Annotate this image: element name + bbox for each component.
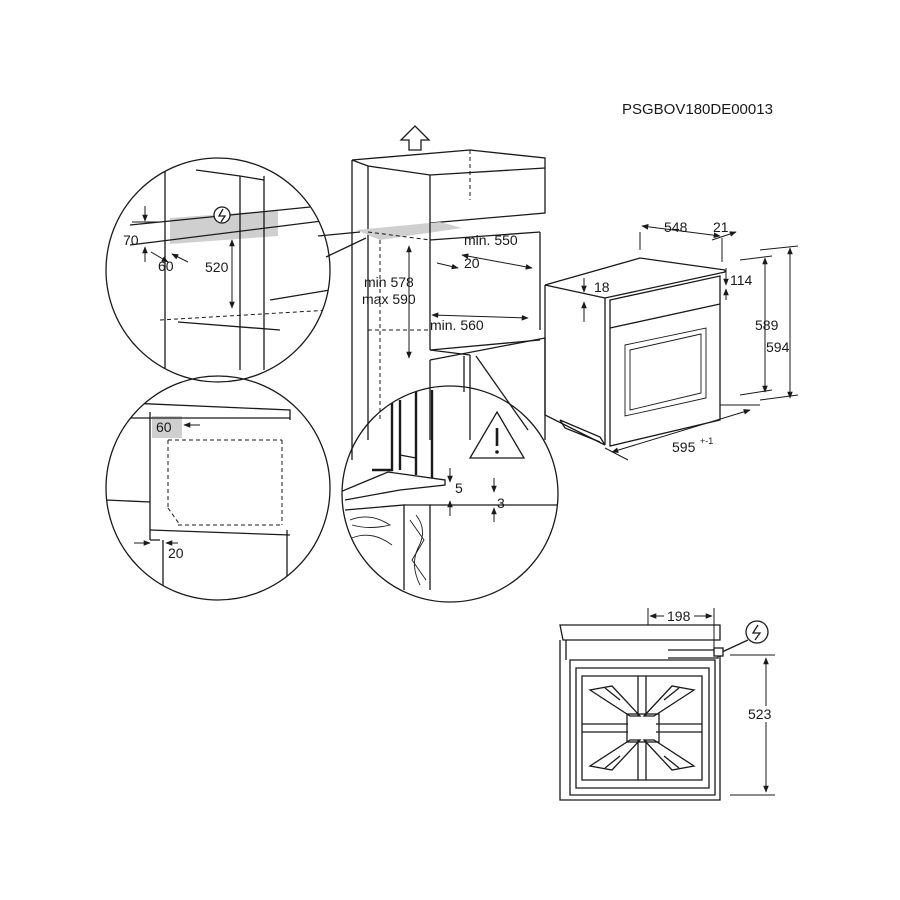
dim-589: 589 — [755, 317, 779, 333]
drawing-code: PSGBOV180DE00013 — [622, 101, 773, 118]
dim-min-560: min. 560 — [430, 317, 484, 333]
dim-min-578: min 578 — [364, 274, 414, 290]
dim-60-mid: 60 — [156, 419, 172, 435]
detail-circle-2 — [105, 375, 331, 601]
dim-520: 520 — [205, 259, 229, 275]
dim-198: 198 — [667, 608, 691, 624]
dim-60-top: 60 — [158, 258, 174, 274]
dim-594: 594 — [766, 339, 790, 355]
dim-3: 3 — [497, 495, 505, 511]
warning-icon — [468, 410, 526, 459]
power-connection-icon — [713, 620, 769, 657]
dim-min-550: min. 550 — [464, 232, 518, 248]
dim-595-tolerance: +-1 — [700, 436, 713, 446]
cabinet-dimensions — [406, 245, 533, 359]
dim-max-590: max 590 — [362, 291, 416, 307]
dim-548: 548 — [664, 219, 688, 235]
dim-20-bottom: 20 — [168, 545, 184, 561]
dim-595: 595 — [672, 439, 696, 455]
power-connection-icon — [213, 206, 231, 224]
arrow-up-icon — [399, 125, 431, 151]
dim-21: 21 — [713, 219, 729, 235]
dim-18: 18 — [594, 279, 610, 295]
oven-unit — [544, 257, 726, 447]
dim-523: 523 — [748, 706, 772, 722]
dim-20-niche: 20 — [464, 255, 480, 271]
tall-cabinet — [351, 149, 546, 460]
detail-3-content — [342, 390, 558, 590]
oven-dimensions — [581, 224, 799, 461]
rear-dimensions — [647, 608, 775, 796]
detail-circle-3 — [341, 385, 559, 603]
dim-70: 70 — [123, 232, 139, 248]
oven-rear-view — [559, 624, 721, 801]
detail-circle-1 — [105, 157, 331, 383]
dim-5: 5 — [455, 480, 463, 496]
detail-1-content — [129, 160, 330, 370]
detail-2-content — [106, 401, 291, 600]
dim-114: 114 — [730, 272, 753, 288]
